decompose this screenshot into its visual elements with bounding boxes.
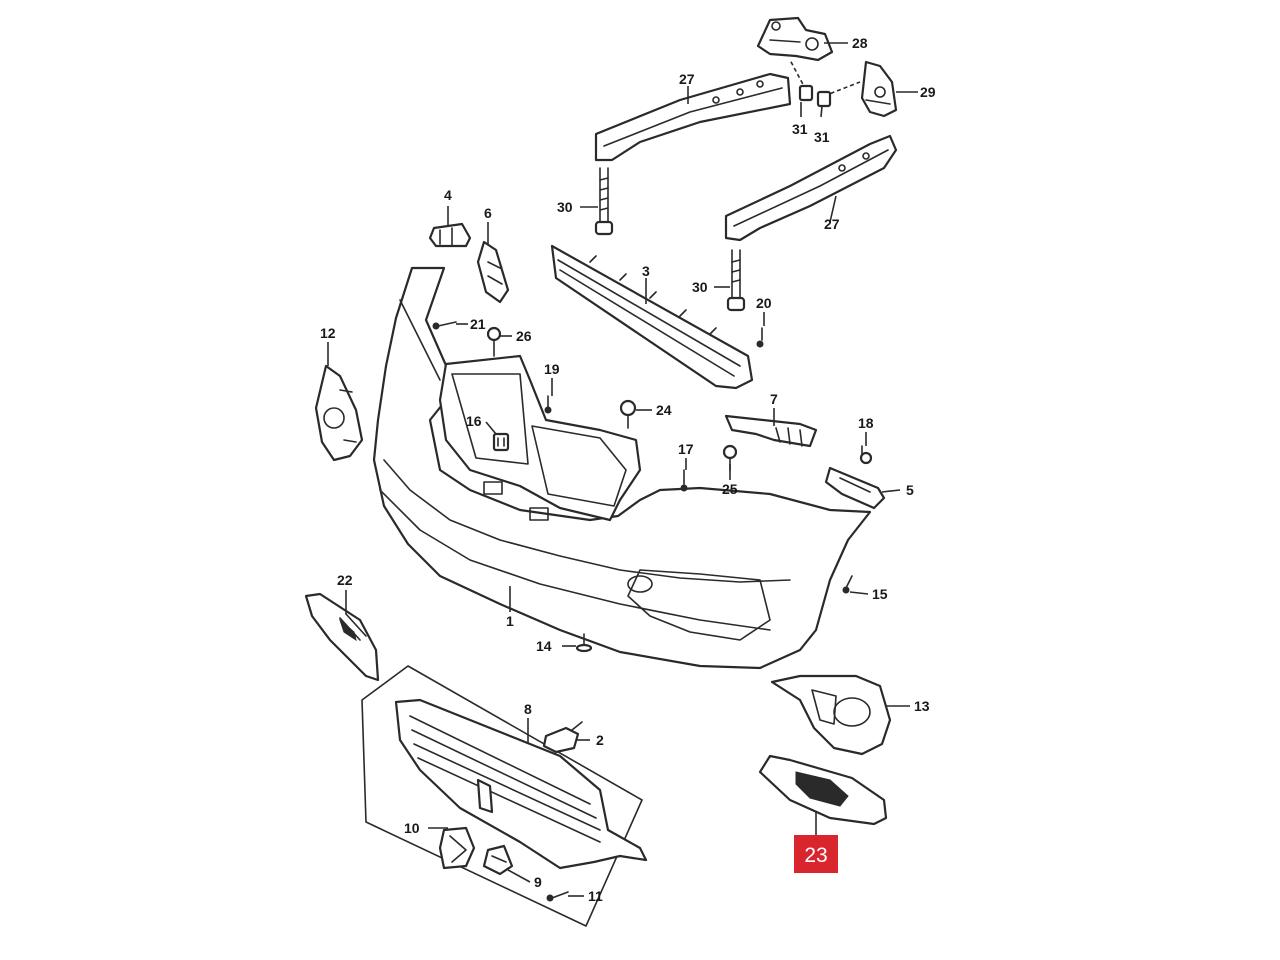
part-24-clip[interactable] [619,399,637,429]
callout-29: 29 [920,84,936,100]
part-13-fog-bezel[interactable] [770,674,892,756]
part-22-left-fog-cover[interactable] [304,592,380,682]
callout-9: 9 [534,874,542,890]
callout-12: 12 [320,325,336,341]
part-11-screw[interactable] [546,891,569,902]
part-29-bracket[interactable] [860,60,898,118]
callout-16: 16 [466,413,482,429]
part-30-bolt-upper[interactable] [594,167,614,236]
callout-10: 10 [404,820,420,836]
part-2-cap[interactable] [542,721,583,754]
callout-19: 19 [544,361,560,377]
callout-4: 4 [444,187,452,203]
part-27-lower-beam[interactable] [724,134,898,242]
callout-2: 2 [596,732,604,748]
callout-11: 11 [588,888,603,904]
part-21-screw[interactable] [432,321,457,330]
callout-30a: 30 [557,199,573,215]
part-28-bracket[interactable] [756,16,834,62]
part-23-fog-cover[interactable] [758,754,888,826]
part-5-bracket[interactable] [824,466,886,510]
grille-subassembly-box [361,665,643,927]
part-9-bracket[interactable] [482,844,514,876]
callout-5: 5 [906,482,914,498]
callout-7: 7 [770,391,778,407]
part-15-screw[interactable] [842,575,853,594]
leader-lines [327,42,918,897]
part-30-bolt-lower[interactable] [726,249,746,312]
callout-8: 8 [524,701,532,717]
callout-27a: 27 [679,71,695,87]
callout-20: 20 [756,295,772,311]
part-31-bolt-b[interactable] [816,81,861,108]
part-20-screw[interactable] [756,327,764,348]
part-19-screw[interactable] [544,395,552,414]
callout-28: 28 [852,35,868,51]
part-10-emblem[interactable] [438,826,476,870]
part-18-screw[interactable] [859,445,873,465]
callout-13: 13 [914,698,930,714]
callout-21: 21 [470,316,486,332]
part-4-clip[interactable] [428,222,472,248]
callout-24: 24 [656,402,672,418]
part-1-bumper-cover[interactable] [372,266,872,670]
callout-22: 22 [337,572,353,588]
part-27-upper-beam[interactable] [594,72,792,162]
callout-15: 15 [872,586,888,602]
callout-31a: 31 [792,121,808,137]
part-26-bolt[interactable] [486,326,502,357]
part-3-upper-grille[interactable] [550,244,754,390]
part-12-side-bracket[interactable] [314,364,364,462]
part-6-bracket[interactable] [476,240,510,304]
callout-30b: 30 [692,279,708,295]
callout-27b: 27 [824,216,840,232]
callout-6: 6 [484,205,492,221]
callout-17: 17 [678,441,694,457]
callout-14: 14 [536,638,552,654]
callout-31b: 31 [814,129,830,145]
callout-25: 25 [722,481,738,497]
part-31-bolt-a[interactable] [789,59,814,102]
highlight-box [794,835,838,873]
highlight-label: 23 [804,844,827,867]
callout-18: 18 [858,415,874,431]
callout-1: 1 [506,613,514,629]
part-16-clip[interactable] [492,432,510,452]
part-7-bracket[interactable] [724,414,818,448]
highlight-callout-23[interactable]: 23 [794,835,838,873]
callout-26: 26 [516,328,532,344]
part-14-clip[interactable] [575,633,593,653]
callout-3: 3 [642,263,650,279]
callout-labels: 28 29 31 31 27 27 30 30 4 6 3 20 21 26 1… [320,35,936,904]
part-17-screw[interactable] [680,469,688,492]
part-8-front-grille[interactable] [394,698,648,870]
